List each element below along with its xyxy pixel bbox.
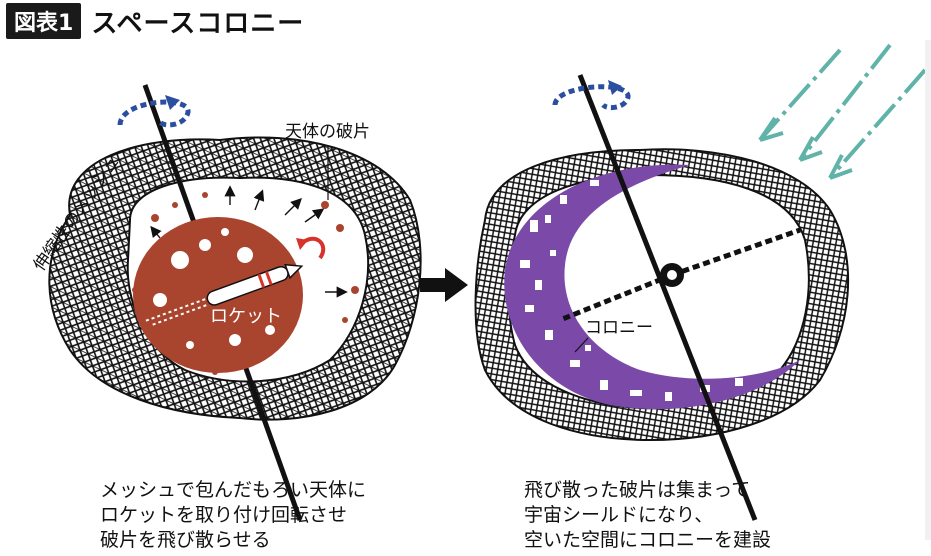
solar-ray-icon [758, 43, 927, 180]
right-caption: 飛び散った破片は集まって 宇宙シールドになり、 空いた空間にコロニーを建設 [524, 478, 771, 553]
label-fragments: 天体の破片 [285, 122, 370, 142]
rotation-arrow-icon [552, 80, 631, 111]
right-caption-line: 空いた空間にコロニーを建設 [524, 529, 772, 551]
left-caption: メッシュで包んだもろい天体に ロケットを取り付け回転させ 破片を飛び散らせる [100, 478, 366, 553]
left-caption-line: ロケットを取り付け回転させ [100, 504, 348, 526]
left-caption-line: メッシュで包んだもろい天体に [100, 479, 367, 501]
left-caption-line: 破片を飛び散らせる [100, 529, 271, 551]
colony-leader [574, 337, 589, 353]
left-diagram: 天体の破片 伸縮性のメッシュ ロケット [30, 84, 422, 521]
figure-tag: 図表1 [6, 3, 82, 39]
left-mesh-ring [48, 136, 422, 421]
scrollbar[interactable] [925, 40, 931, 540]
right-rotation-axis [577, 74, 758, 521]
right-caption-line: 飛び散った破片は集まって [524, 479, 751, 501]
rocket-icon [145, 263, 304, 326]
debris-fragments [132, 192, 359, 375]
label-rocket: ロケット [210, 306, 282, 327]
colony-spokes [559, 227, 801, 323]
figure-header: 図表1 スペースコロニー [6, 3, 305, 39]
debris-motion-arrows [150, 185, 348, 298]
right-caption-line: 宇宙シールドになり、 [524, 504, 714, 526]
right-arrow-icon [420, 268, 468, 302]
figure-title: スペースコロニー [91, 8, 305, 39]
label-colony: コロニー [585, 318, 653, 338]
rotation-arrow-icon [117, 95, 191, 128]
right-diagram: コロニー [474, 43, 927, 521]
colony-crescent [504, 164, 800, 410]
